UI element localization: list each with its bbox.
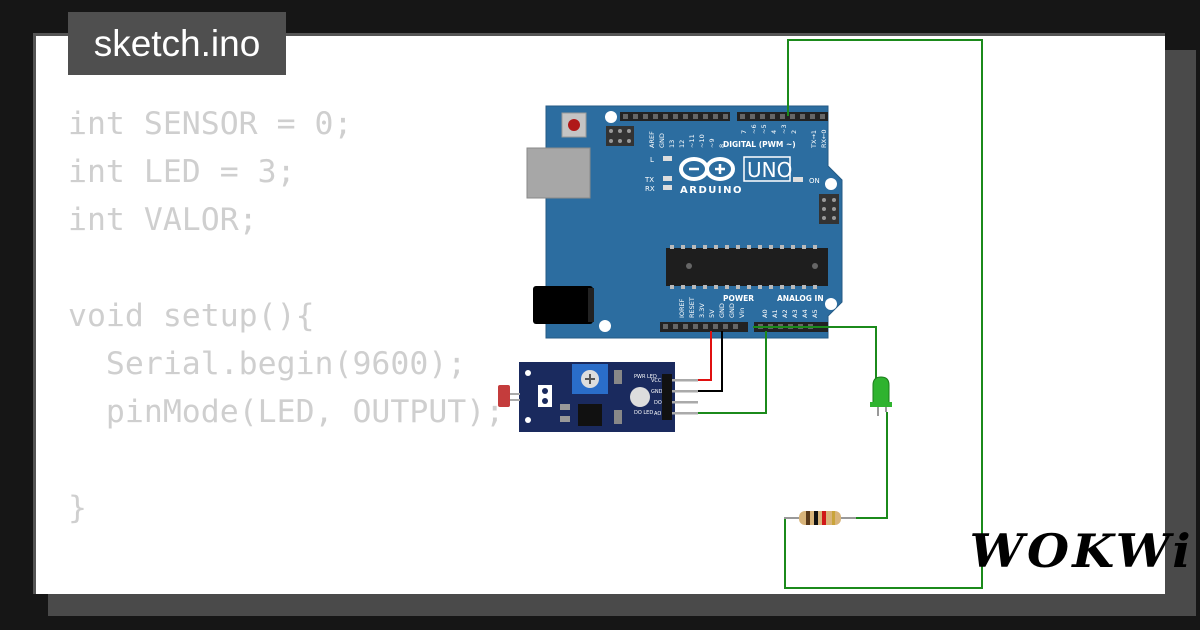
pin-label-gnd: GND — [658, 133, 666, 148]
pin-label: ~5 — [760, 124, 768, 134]
digital-label: DIGITAL (PWM ~) — [723, 140, 796, 149]
pin-label: GND — [718, 303, 726, 318]
arduino-uno-board[interactable]: AREF GND 13 12 ~11 ~10 ~9 8 7 ~6 ~5 4 ~3… — [526, 105, 843, 339]
pin-label-aref: AREF — [648, 131, 656, 148]
pin-label: 2 — [790, 130, 798, 134]
icsp-header — [606, 126, 634, 146]
pin-label: ~3 — [780, 124, 788, 134]
mounting-hole — [605, 111, 617, 123]
pin-label: RESET — [688, 297, 696, 318]
pin-label: 4 — [770, 130, 778, 134]
analog-wire — [698, 331, 767, 414]
pin-label: 8 — [718, 144, 726, 148]
code-line: } — [68, 490, 87, 526]
pin-label: A3 — [791, 309, 799, 318]
digital-header — [620, 112, 828, 121]
resistor-wire — [850, 412, 888, 519]
pin-label: TX→1 — [810, 130, 818, 149]
usb-connector — [526, 147, 591, 199]
arduino-logo-icon — [679, 157, 735, 181]
mounting-hole — [825, 298, 837, 310]
gnd-wire — [698, 331, 723, 392]
resistor[interactable] — [784, 511, 856, 525]
pin-label: ~10 — [698, 134, 706, 148]
pin-label: 5V — [708, 309, 716, 318]
green-led[interactable] — [870, 376, 892, 416]
pin-label: A2 — [781, 309, 789, 318]
microcontroller-chip — [666, 245, 828, 289]
mounting-hole — [825, 178, 837, 190]
pin-label: 12 — [678, 140, 686, 148]
pin-label: 7 — [740, 130, 748, 134]
photoresistor-icon — [498, 385, 510, 407]
on-led-label: ON — [809, 177, 820, 185]
pin-label: GND — [728, 303, 736, 318]
code-line: Serial.begin(9600); — [68, 346, 467, 382]
pin-label: RX←0 — [820, 129, 828, 148]
pin-label: AO — [654, 411, 661, 417]
pin-label: ~6 — [750, 124, 758, 134]
code-line — [68, 436, 504, 484]
pin-label: A5 — [811, 309, 819, 318]
pin-label: Vin — [738, 308, 746, 318]
pwr-led-label: PWR LED — [634, 374, 657, 380]
pin-label: 13 — [668, 140, 676, 148]
pin-label: A1 — [771, 309, 779, 318]
mounting-hole — [599, 320, 611, 332]
code-line — [68, 244, 504, 292]
pin-label: ~11 — [688, 134, 696, 148]
icsp-header — [819, 194, 839, 224]
comparator-chip — [578, 404, 602, 426]
code-line: int VALOR; — [68, 202, 258, 238]
analog-label: ANALOG IN — [777, 294, 824, 303]
vcc-wire — [698, 331, 712, 381]
pin-label: A0 — [761, 309, 769, 318]
board-model: UNO — [747, 158, 792, 182]
code-line: pinMode(LED, OUTPUT); — [68, 394, 505, 430]
pin-label: ~9 — [708, 138, 716, 148]
led-ground-wire — [753, 326, 877, 385]
pin-label: DO — [654, 400, 662, 406]
light-sensor-module[interactable]: PWR LED DO LED VCC GND DO AO — [498, 362, 698, 432]
led-indicator — [630, 387, 650, 407]
pin-label: VCC — [651, 378, 662, 384]
code-line: int SENSOR = 0; — [68, 106, 353, 142]
wokwi-logo: WOKWi — [969, 524, 1194, 578]
code-line: void setup(){ — [68, 298, 315, 334]
pin-label: A4 — [801, 309, 809, 318]
code-editor[interactable]: int SENSOR = 0; int LED = 3; int VALOR; voi… — [68, 100, 504, 532]
power-label: POWER — [723, 294, 754, 303]
pin-label: GND — [651, 389, 663, 395]
power-jack — [533, 286, 593, 324]
pin-label: IOREF — [678, 298, 686, 318]
do-led-label: DO LED — [634, 410, 653, 416]
code-line: int LED = 3; — [68, 154, 296, 190]
file-tab[interactable]: sketch.ino — [68, 12, 286, 75]
l-led-label: L — [650, 156, 654, 164]
rx-led-label: RX — [645, 185, 655, 193]
tx-led-label: TX — [644, 176, 654, 184]
board-brand: ARDUINO — [680, 185, 743, 196]
pin-label: 3.3V — [698, 303, 706, 318]
